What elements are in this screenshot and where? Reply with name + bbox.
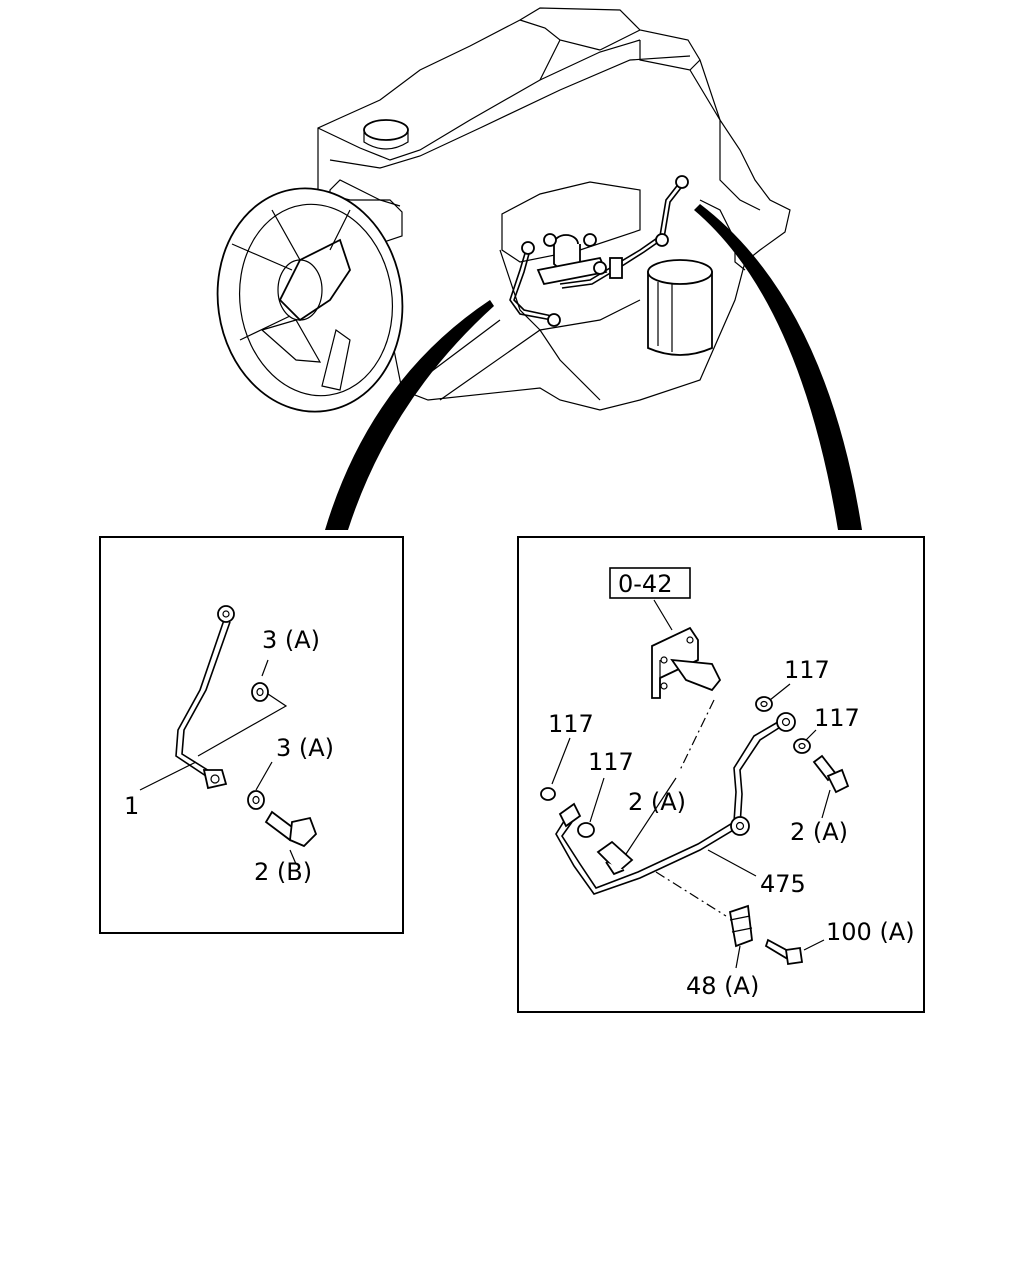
- label-washer-117-c: 117: [548, 710, 594, 738]
- label-washer-117-d: 117: [588, 748, 634, 776]
- callout-pointer-left: [325, 300, 494, 530]
- label-clip-48a: 48 (A): [686, 972, 759, 1000]
- callout-pointer-right: [694, 204, 862, 530]
- label-washer-upper: 3 (A): [262, 626, 320, 654]
- label-bolt-2a-right: 2 (A): [790, 818, 848, 846]
- label-part-1: 1: [124, 792, 139, 820]
- engine-illustration: [216, 7, 791, 413]
- label-bolt-100a: 100 (A): [826, 918, 915, 946]
- label-washer-117-a: 117: [784, 656, 830, 684]
- reference-box: [609, 567, 691, 599]
- reference-box-text: 0-42: [618, 570, 672, 598]
- left-detail-panel: 3 (A) 3 (A) 1 2 (B): [99, 536, 404, 934]
- label-pipe-475: 475: [760, 870, 806, 898]
- label-bolt-2b: 2 (B): [254, 858, 312, 886]
- right-detail-panel: 0-42: [517, 536, 925, 1013]
- label-washer-117-b: 117: [814, 704, 860, 732]
- label-bolt-2a-left: 2 (A): [628, 788, 686, 816]
- label-washer-lower: 3 (A): [276, 734, 334, 762]
